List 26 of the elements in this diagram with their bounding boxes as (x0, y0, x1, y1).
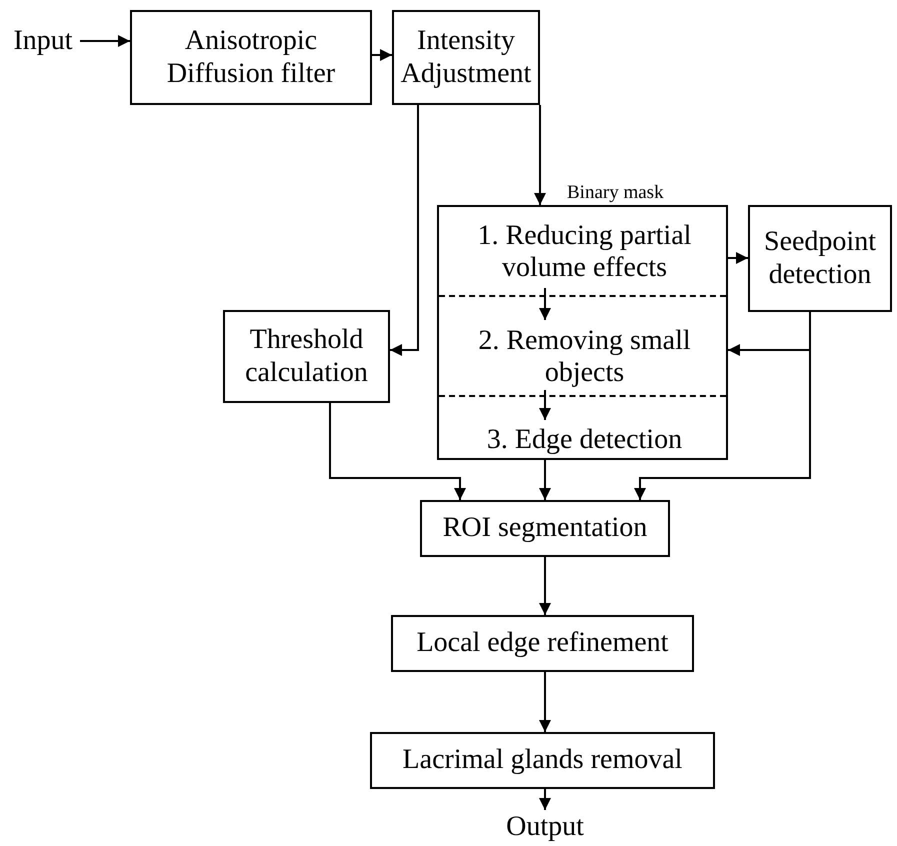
process-box: Threshold calculation (223, 310, 390, 403)
process-box: Local edge refinement (391, 615, 694, 672)
arrow (390, 105, 419, 356)
arrow (634, 312, 811, 500)
arrow (728, 252, 748, 264)
arrow (539, 672, 551, 732)
process-box: Anisotropic Diffusion filter (130, 10, 372, 105)
process-box: ROI segmentation (420, 500, 670, 557)
arrow (329, 403, 466, 500)
output-label: Output (490, 810, 600, 844)
arrow (372, 49, 392, 61)
group-caption: Binary mask (567, 183, 664, 202)
arrow (534, 105, 546, 205)
arrow (539, 390, 551, 420)
process-box: Lacrimal glands removal (370, 732, 715, 789)
process-box: Intensity Adjustment (392, 10, 540, 105)
arrow (539, 460, 551, 500)
arrow (539, 789, 551, 810)
arrow (80, 35, 130, 47)
step-text: 1. Reducing partial volume effects (459, 214, 710, 290)
input-label: Input (6, 24, 80, 58)
step-text: 3. Edge detection (459, 422, 710, 458)
process-box: Seedpoint detection (748, 205, 892, 312)
arrow (539, 288, 551, 320)
arrow (539, 557, 551, 615)
step-text: 2. Removing small objects (464, 322, 705, 392)
